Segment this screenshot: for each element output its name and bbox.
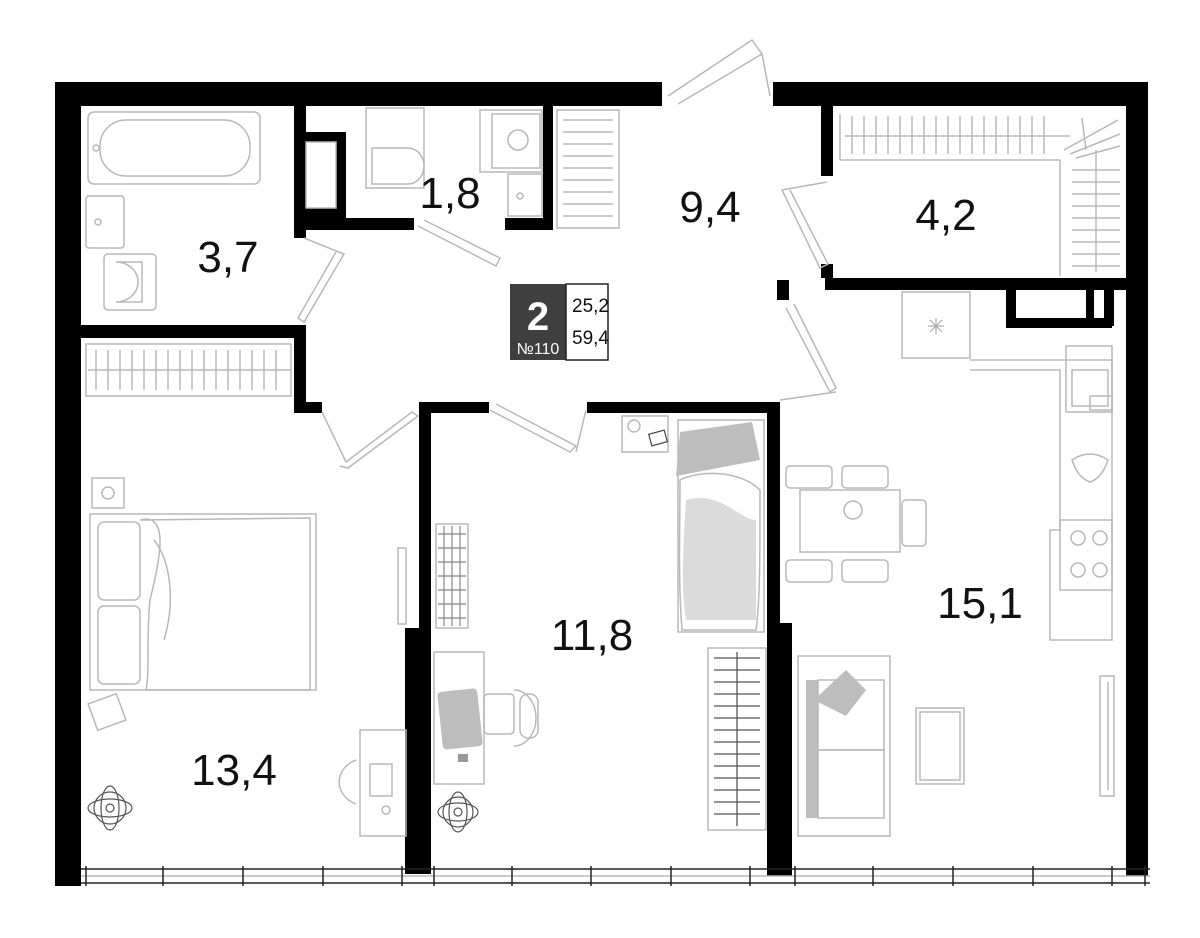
room-area-toilet: 1,8 (419, 169, 480, 218)
doors (296, 38, 837, 469)
apartment-number: №110 (517, 341, 560, 358)
toilet-fixtures (305, 107, 543, 217)
living-area: 25,2 (572, 296, 609, 317)
hall-shelf (556, 109, 620, 229)
bathroom-fixtures (85, 111, 261, 311)
rooms-count: 2 (527, 295, 549, 339)
wardrobe-racks (839, 114, 1121, 276)
room-labels: 3,7 1,8 9,4 4,2 13,4 11,8 15,1 (191, 169, 1023, 795)
apartment-badge: 2 №110 25,2 59,4 (510, 283, 609, 361)
total-area: 59,4 (572, 328, 609, 349)
children-room-furniture (433, 415, 767, 833)
room-area-bathroom: 3,7 (197, 233, 258, 282)
bedroom-furniture (85, 343, 407, 837)
badge-background (510, 284, 566, 360)
room-area-children-room: 11,8 (551, 611, 633, 660)
room-area-kitchen-living: 15,1 (937, 579, 1023, 628)
room-area-wardrobe: 4,2 (915, 191, 976, 240)
room-area-hall: 9,4 (679, 183, 740, 232)
walls (55, 82, 1148, 886)
facade-windows (81, 866, 1150, 886)
room-area-bedroom: 13,4 (191, 746, 277, 795)
kitchen-living-furniture (785, 291, 1115, 837)
